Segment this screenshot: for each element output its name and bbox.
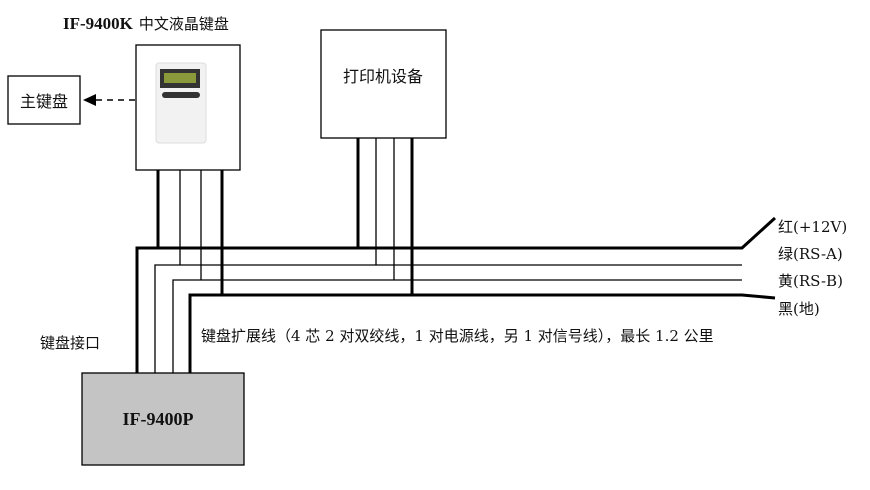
arrow-left-icon	[83, 94, 96, 106]
wire-label-red: 红(+12V)	[778, 218, 847, 236]
printer-label: 打印机设备	[343, 67, 423, 86]
keyboard-port-label: 键盘接口	[40, 334, 100, 352]
main-keyboard-label: 主键盘	[20, 92, 68, 111]
wire-label-green: 绿(RS-A)	[778, 245, 843, 263]
panel-box	[81, 372, 245, 466]
main-keyboard-box	[7, 75, 81, 125]
keypad-device-image	[155, 62, 207, 144]
wire-black	[188, 293, 776, 373]
wire-green	[154, 264, 742, 373]
panel-label: IF-9400P	[123, 409, 194, 429]
wire-label-black: 黑(地)	[778, 300, 820, 318]
cable-note: 键盘扩展线（4 芯 2 对双绞线，1 对电源线，另 1 对信号线），最长 1.2…	[201, 327, 714, 345]
printer-box	[320, 29, 447, 139]
printer-wires	[356, 138, 414, 295]
keypad-wires	[156, 170, 224, 295]
wire-red	[135, 216, 777, 373]
wire-label-yellow: 黄(RS-B)	[778, 272, 843, 290]
wire-yellow	[172, 279, 742, 373]
